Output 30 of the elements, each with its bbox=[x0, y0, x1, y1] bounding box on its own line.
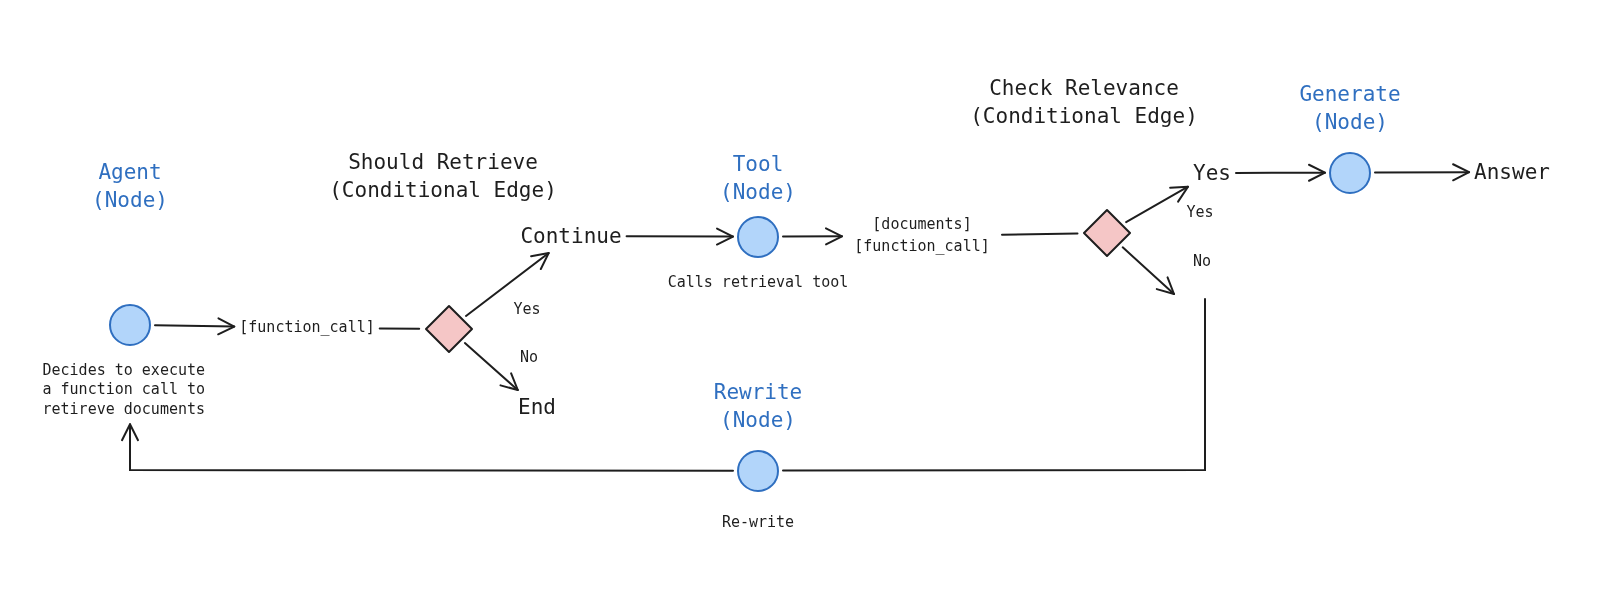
arrow bbox=[625, 227, 734, 246]
connector-line bbox=[378, 327, 421, 330]
node-description: Decides to execute a function call to retireve documents bbox=[42, 360, 207, 420]
arrow bbox=[782, 227, 843, 246]
node-title: Generate (Node) bbox=[1298, 81, 1402, 137]
node-title: Tool (Node) bbox=[719, 151, 797, 207]
arrow bbox=[1374, 163, 1471, 182]
decision-diamond bbox=[1082, 208, 1132, 258]
section-heading: Check Relevance (Conditional Edge) bbox=[969, 74, 1199, 130]
flow-text: [documents] [function_call] bbox=[847, 214, 997, 258]
node-description: Re-write bbox=[721, 512, 795, 533]
arrow bbox=[1121, 246, 1175, 295]
arrow bbox=[154, 317, 236, 336]
connector-line bbox=[782, 298, 1206, 472]
flow-text: Answer bbox=[1474, 160, 1550, 184]
arrow bbox=[1235, 163, 1326, 182]
flow-text: [function_call] bbox=[239, 317, 375, 339]
node-title: Agent (Node) bbox=[91, 159, 169, 215]
node-title: Rewrite (Node) bbox=[712, 379, 804, 435]
flow-text: End bbox=[518, 395, 556, 419]
arrow bbox=[1125, 185, 1189, 224]
node-description: Calls retrieval tool bbox=[667, 272, 849, 293]
decision-diamond bbox=[424, 304, 474, 354]
section-heading: Should Retrieve (Conditional Edge) bbox=[328, 148, 558, 204]
connector-line bbox=[1001, 232, 1079, 236]
arrow bbox=[121, 423, 734, 472]
flow-text: Continue bbox=[520, 224, 622, 248]
arrow bbox=[465, 252, 550, 317]
arrow bbox=[463, 342, 519, 391]
flow-text: Yes bbox=[1193, 161, 1231, 185]
